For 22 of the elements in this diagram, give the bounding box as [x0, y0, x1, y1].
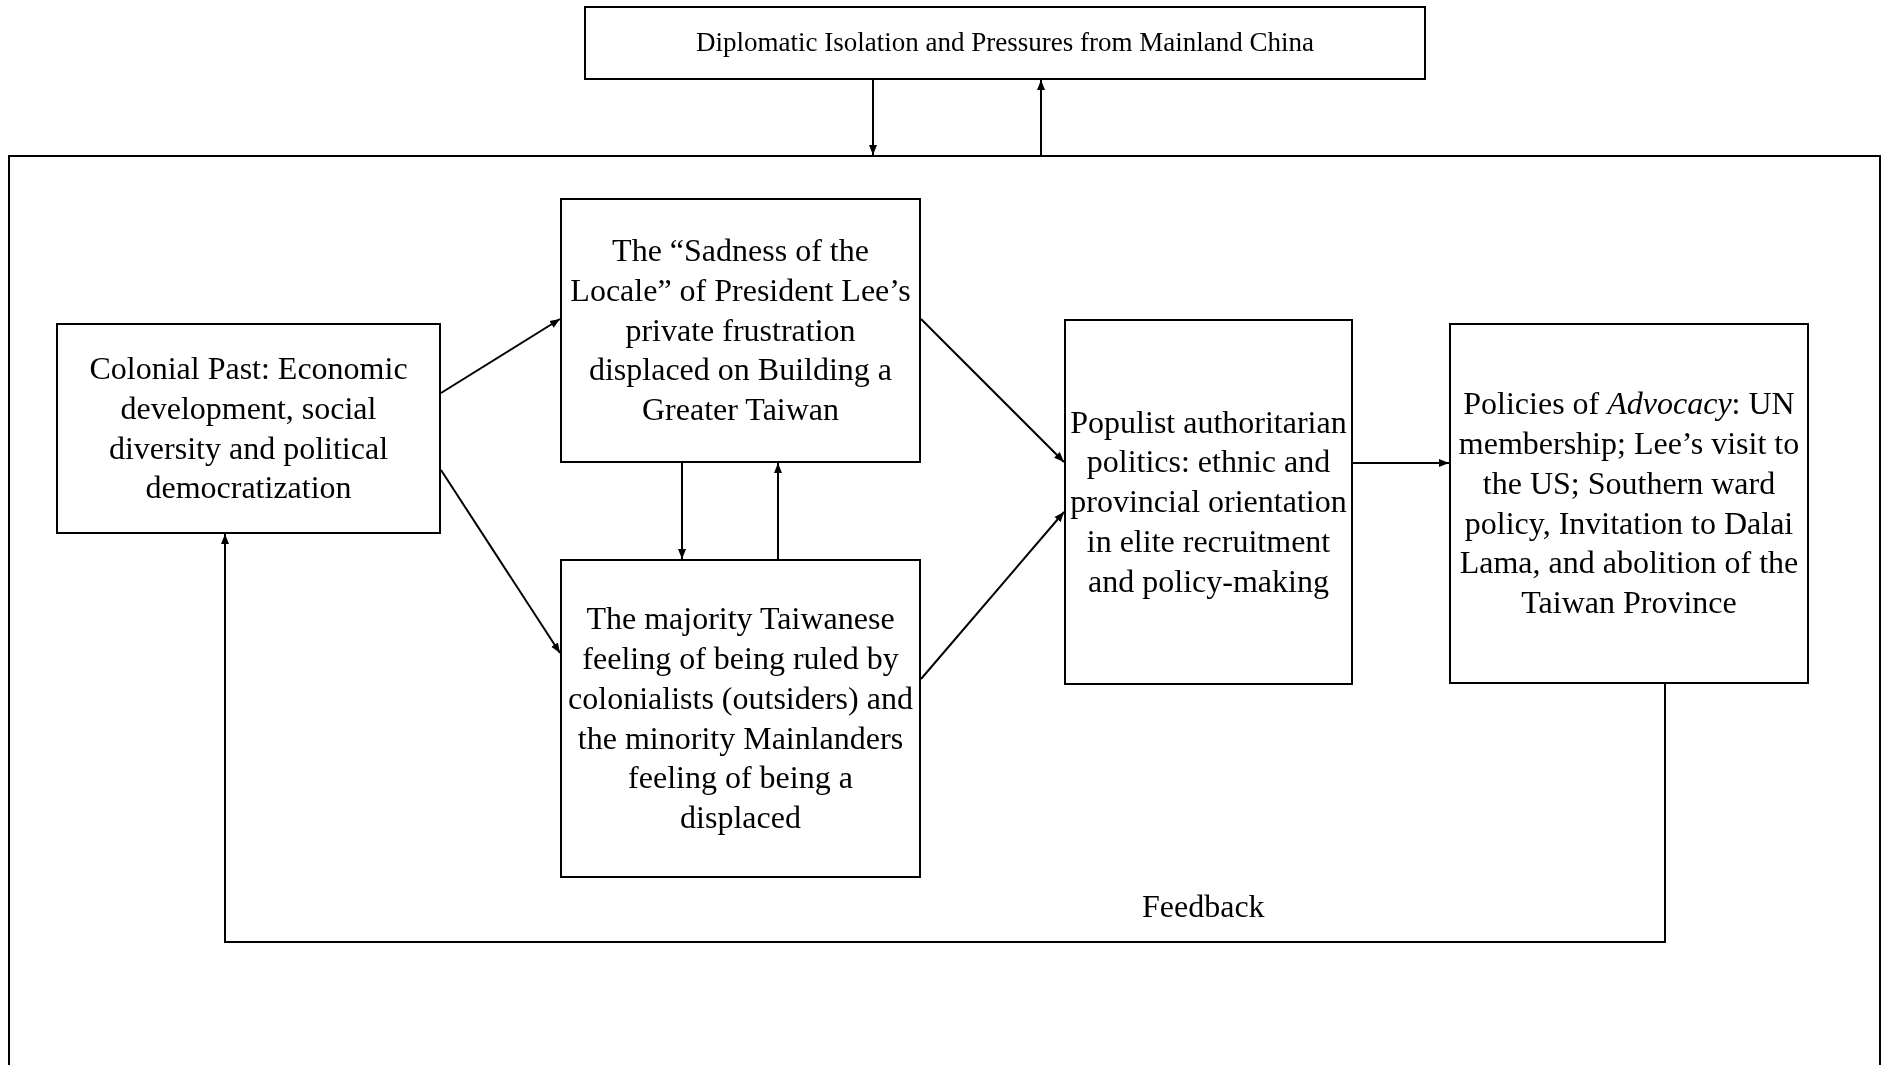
box-text: Diplomatic Isolation and Pressures from Mainland China — [695, 26, 1315, 60]
process-box — [56, 323, 441, 534]
process-box — [1449, 323, 1809, 684]
arrow — [678, 462, 686, 560]
arrow — [440, 318, 561, 394]
arrow — [1352, 459, 1450, 467]
arrow — [440, 469, 561, 654]
box-text: Policies of Advocacy: UN membership; Lee’s visit to the US; Southern ward policy, Invitation to Dalai Lama, and abolition of the Taiwan Province — [1457, 384, 1801, 622]
process-box — [560, 198, 921, 463]
arrow — [774, 462, 782, 560]
arrow — [920, 511, 1065, 680]
box-text: The majority Taiwanese feeling of being ruled by colonialists (outsiders) and the minority Mainlanders feeling of being a displaced — [567, 599, 914, 837]
arrow — [920, 318, 1065, 463]
box-text: Populist authoritarian politics: ethnic and provincial orientation in elite recruitment and policy-making — [1069, 402, 1348, 601]
box-text: Colonial Past: Economic development, social diversity and political democratization — [88, 349, 409, 508]
process-box — [1064, 319, 1353, 685]
process-box — [560, 559, 921, 878]
arrow — [1037, 79, 1045, 156]
process-box — [584, 6, 1426, 80]
arrow — [869, 79, 877, 156]
box-text: The “Sadness of the Locale” of President Lee’s private frustration displaced on Building a Greater Taiwan — [569, 231, 912, 429]
arrow — [221, 533, 1666, 943]
